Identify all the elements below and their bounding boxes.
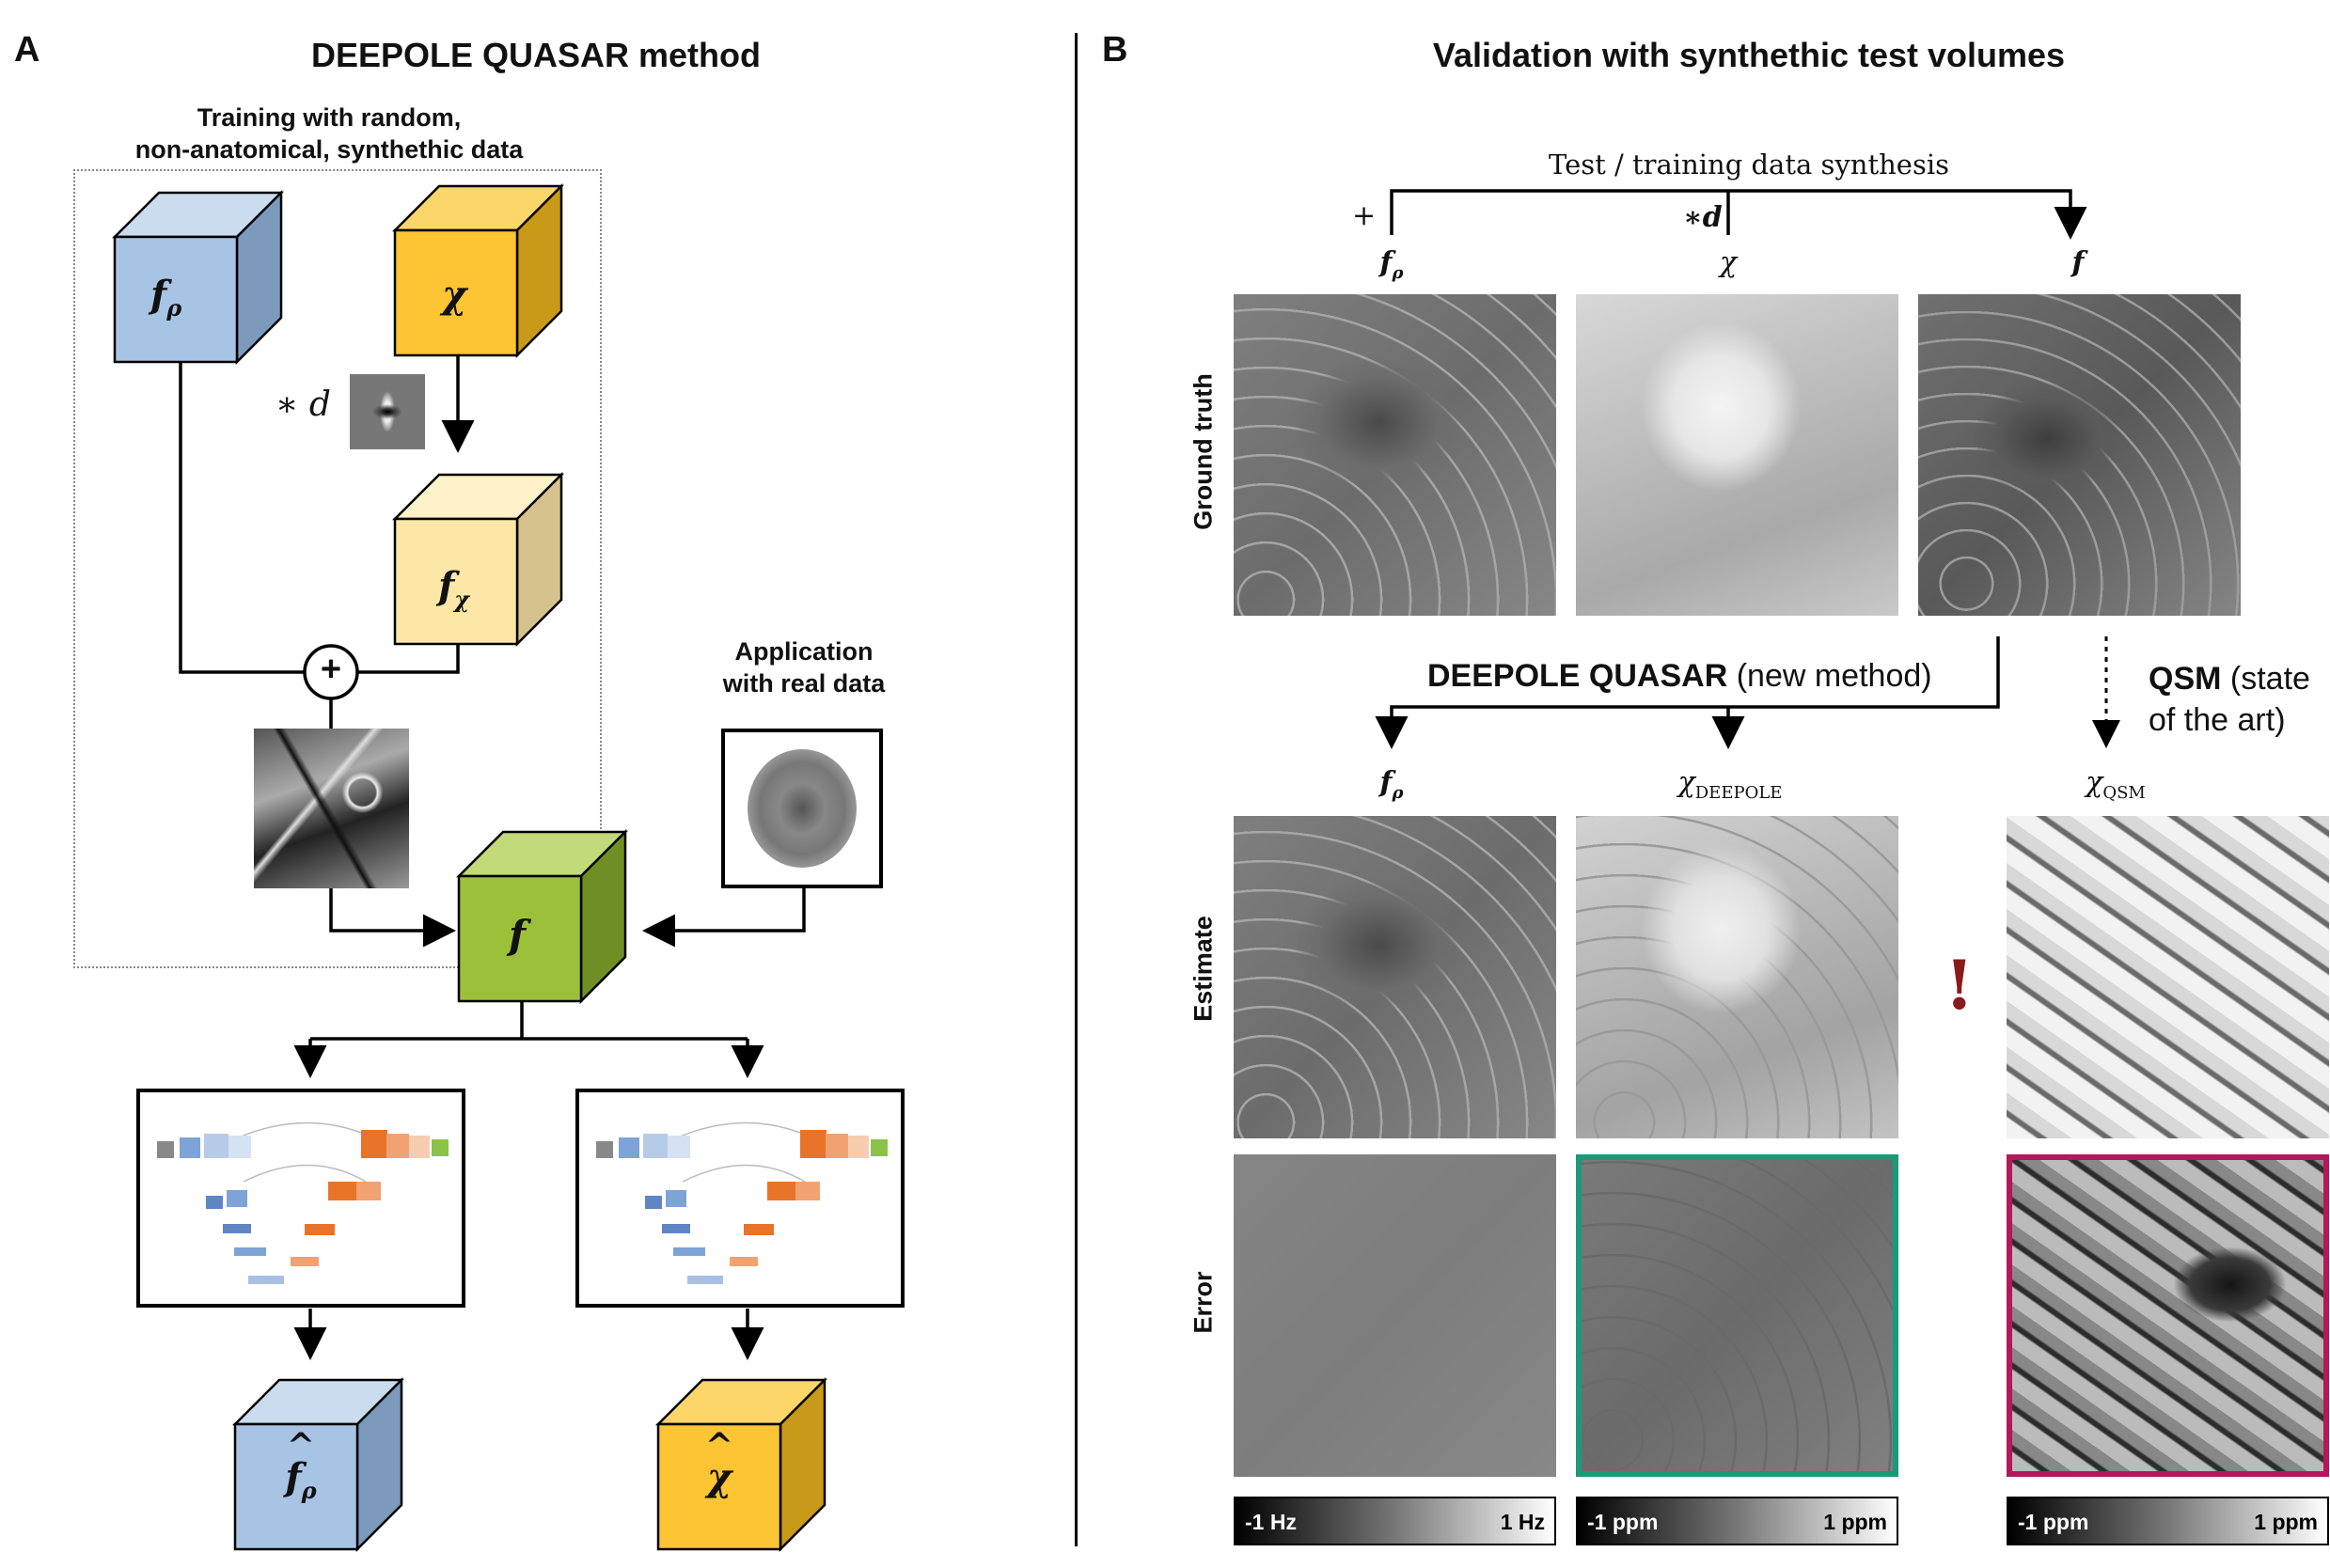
cube-f-chi — [391, 471, 565, 648]
training-label: Training with random, non-anatomical, sy… — [134, 103, 524, 164]
panel-b-letter: B — [1102, 30, 1128, 70]
synthetic-field-image — [254, 729, 409, 888]
cube-f — [455, 828, 629, 1005]
training-region — [73, 169, 602, 968]
panel-a-letter: A — [14, 30, 40, 70]
panel-b-title: Validation with synthethic test volumes — [1432, 36, 2066, 74]
qsm-method-label: QSM (state of the art) — [2149, 661, 2310, 738]
conv-mark: ∗d — [1683, 201, 1723, 234]
error-chi-qsm-map — [2007, 1154, 2329, 1477]
estimate-f-rho-map — [1234, 816, 1556, 1138]
network-f-rho — [136, 1089, 465, 1308]
warning-mark: ! — [1944, 945, 1975, 1025]
network-chi — [575, 1089, 905, 1308]
cube-chi — [391, 182, 565, 359]
output-cube-f-rho — [231, 1376, 405, 1553]
row-label-ground-truth: Ground truth — [1189, 373, 1218, 530]
plus-mark: + — [1352, 199, 1377, 232]
conv-label: ∗ d — [276, 385, 331, 424]
cube-f-chi-label: fχ — [438, 564, 470, 613]
ground-truth-chi-map — [1576, 294, 1898, 616]
output-f-rho-label: ^ fρ — [285, 1426, 317, 1504]
deepole-method-label: DEEPOLE QUASAR (new method) — [1427, 658, 1932, 694]
estimate-chi-deepole-map — [1576, 816, 1898, 1138]
estimate-chi-qsm-map — [2007, 816, 2329, 1138]
real-brain-image — [721, 729, 883, 888]
row-label-estimate: Estimate — [1189, 916, 1218, 1022]
ground-truth-f-rho-map — [1234, 294, 1556, 616]
est-label-f-rho: fρ — [1379, 766, 1404, 803]
cube-f-rho — [111, 189, 285, 366]
panel-a-title: DEEPOLE QUASAR method — [310, 36, 762, 74]
sum-node — [303, 644, 359, 700]
est-label-chi-deepole: χDEEPOLE — [1677, 766, 1783, 803]
est-label-chi-qsm: χQSM — [2086, 766, 2146, 803]
error-f-rho-map — [1234, 1154, 1556, 1477]
cube-f-label: f — [509, 912, 527, 958]
col-label-f: f — [2071, 246, 2085, 279]
error-chi-deepole-map — [1576, 1154, 1898, 1477]
panel-a-connectors — [179, 355, 806, 1360]
synthesis-label: Test / training data synthesis — [1549, 149, 1949, 180]
cube-f-rho-label: fρ — [150, 273, 182, 321]
col-label-f-rho: fρ — [1379, 246, 1404, 283]
cube-chi-label: χ — [442, 273, 467, 317]
col-label-chi: χ — [1719, 246, 1738, 279]
row-label-error: Error — [1189, 1271, 1218, 1334]
dipole-kernel-image — [350, 374, 425, 449]
application-label: Application with real data — [722, 637, 886, 698]
ground-truth-f-map — [1918, 294, 2241, 616]
plus-symbol: + — [320, 650, 342, 689]
output-cube-chi — [654, 1376, 828, 1553]
panel-divider — [1075, 33, 1078, 1546]
